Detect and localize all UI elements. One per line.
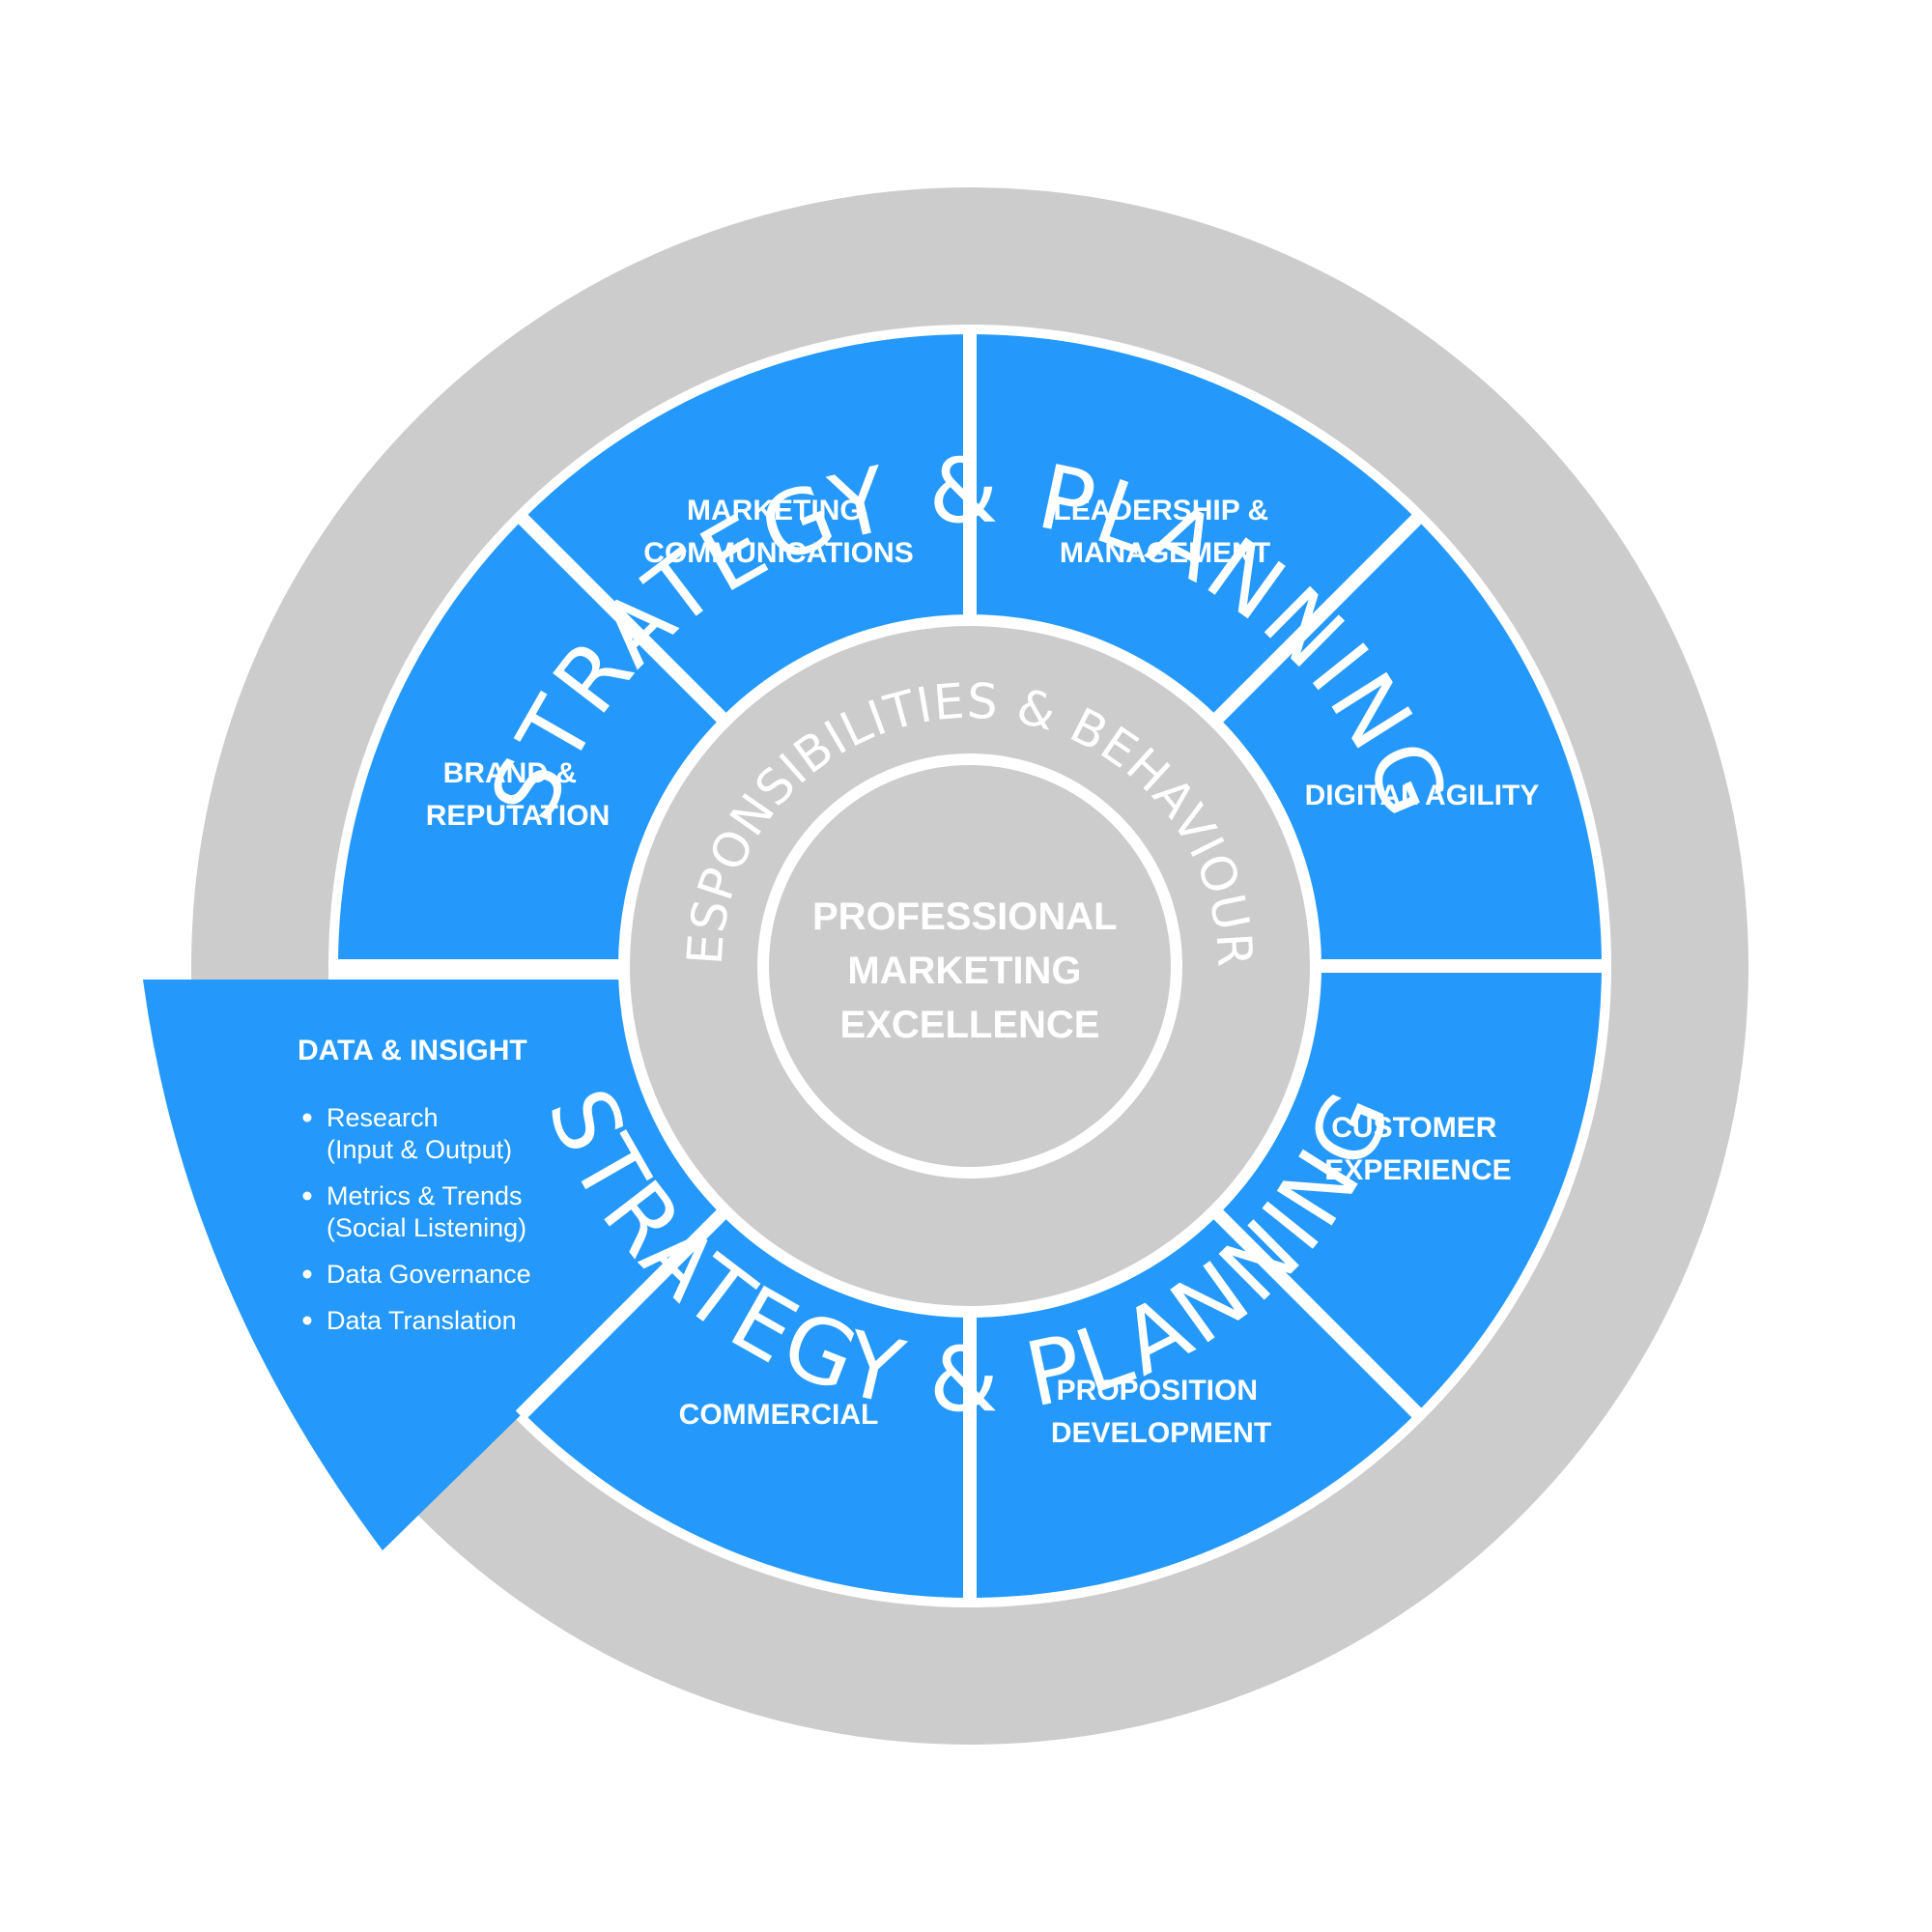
bullet-research: Research (Input & Output) — [327, 1103, 512, 1164]
bullet-dot — [302, 1269, 312, 1279]
bullet-dot — [302, 1113, 312, 1122]
highlight-bullet-list: Research (Input & Output) Metrics & Tren… — [302, 1103, 531, 1335]
bullet-dot — [302, 1191, 312, 1201]
bullet-data-governance: Data Governance — [327, 1260, 531, 1289]
core-line-2: MARKETING — [847, 950, 1081, 992]
segment-label-commercial: COMMERCIAL — [679, 1399, 879, 1431]
segment-label-leadership-management: LEADERSHIP & MANAGEMENT — [1053, 495, 1276, 569]
segment-label-digital-agility: DIGITAL AGILITY — [1305, 780, 1540, 811]
segment-label-brand-reputation: BRAND & REPUTATION — [426, 757, 611, 832]
dividers-layer — [334, 330, 1605, 1602]
segment-divider — [1190, 511, 1425, 746]
bullet-metrics-trends: Metrics & Trends (Social Listening) — [327, 1181, 529, 1242]
bullet-dot — [302, 1316, 312, 1325]
core-label: PROFESSIONAL MARKETING EXCELLENCE — [812, 895, 1127, 1046]
core-circle — [769, 765, 1171, 1167]
segment-label-marketing-communications: MARKETING COMMUNICATIONS — [643, 495, 913, 569]
segment-divider — [515, 511, 750, 746]
highlight-segment-title: DATA & INSIGHT — [298, 1035, 527, 1066]
segment-label-customer-experience: CUSTOMER EXPERIENCE — [1324, 1112, 1511, 1186]
segment-label-proposition-development: PROPOSITION DEVELOPMENT — [1051, 1375, 1271, 1449]
bullet-data-translation: Data Translation — [327, 1306, 517, 1335]
core-line-3: EXCELLENCE — [840, 1004, 1100, 1046]
segment-divider — [1190, 1186, 1425, 1421]
segment-divider — [515, 1186, 750, 1421]
core-line-1: PROFESSIONAL — [812, 895, 1117, 938]
segment-data-insight — [143, 980, 738, 1550]
